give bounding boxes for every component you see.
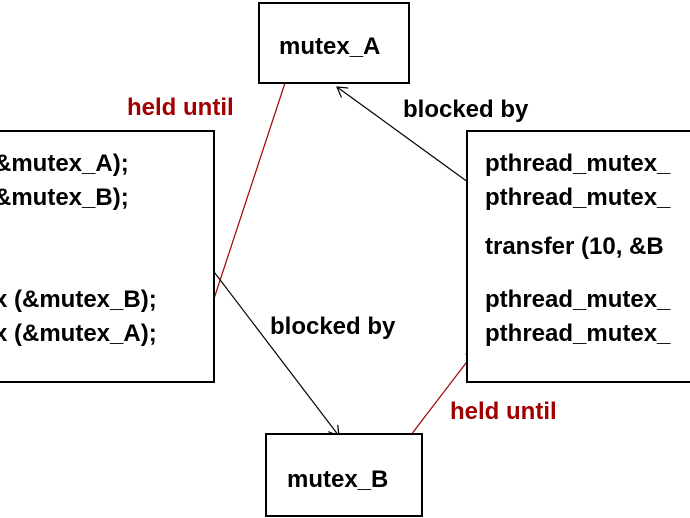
thread-1-line: &mutex_A); — [0, 150, 129, 177]
held-until-arrow-a — [206, 82, 286, 323]
thread-2-line: pthread_mutex_ — [485, 184, 671, 211]
thread-1-box — [0, 130, 215, 383]
thread-1-line: &mutex_B); — [0, 184, 129, 211]
blocked-by-label: blocked by — [270, 313, 396, 340]
thread-2-box — [466, 130, 690, 383]
mutex-a-box — [258, 2, 410, 84]
thread-2-line: pthread_mutex_ — [485, 150, 671, 177]
held-until-label: held until — [450, 398, 557, 425]
thread-1-line: x (&mutex_A); — [0, 320, 157, 347]
blocked-by-arrow-a — [337, 87, 473, 186]
thread-2-line: transfer (10, &B — [485, 233, 664, 260]
held-until-label: held until — [127, 94, 234, 121]
thread-2-line: pthread_mutex_ — [485, 320, 671, 347]
thread-1-line: x (&mutex_B); — [0, 286, 157, 313]
mutex-b-label: mutex_B — [287, 466, 389, 493]
blocked-by-label: blocked by — [403, 96, 529, 123]
held-until-arrow-b — [403, 350, 476, 445]
mutex-a-label: mutex_A — [279, 33, 381, 60]
thread-2-line: pthread_mutex_ — [485, 286, 671, 313]
mutex-b-box — [265, 433, 423, 517]
